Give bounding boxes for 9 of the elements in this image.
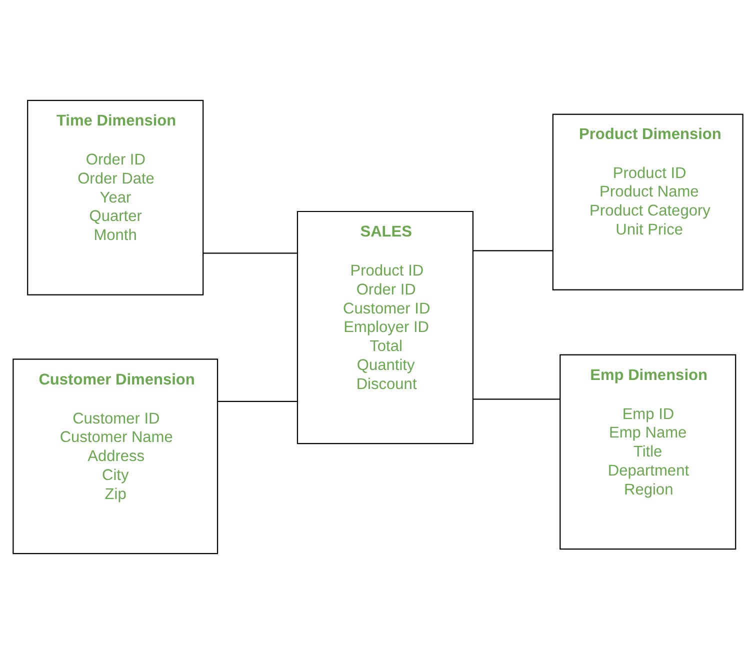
node-box: SALES Product ID Order ID Customer ID Employer ID Total Quantity Discount	[296, 210, 474, 444]
connector	[203, 252, 298, 254]
connector	[473, 398, 560, 400]
connector	[473, 250, 553, 252]
node-box: Emp Dimension Emp ID Emp Name Title Department Region	[560, 354, 736, 550]
node-box: Time Dimension Order ID Order Date Year Quarter Month	[27, 100, 204, 296]
node-box: Customer Dimension Customer ID Customer Name Address City Zip	[12, 358, 218, 554]
connector	[218, 400, 298, 402]
node-box: Product Dimension Product ID Product Name Product Category Unit Price	[552, 114, 744, 290]
